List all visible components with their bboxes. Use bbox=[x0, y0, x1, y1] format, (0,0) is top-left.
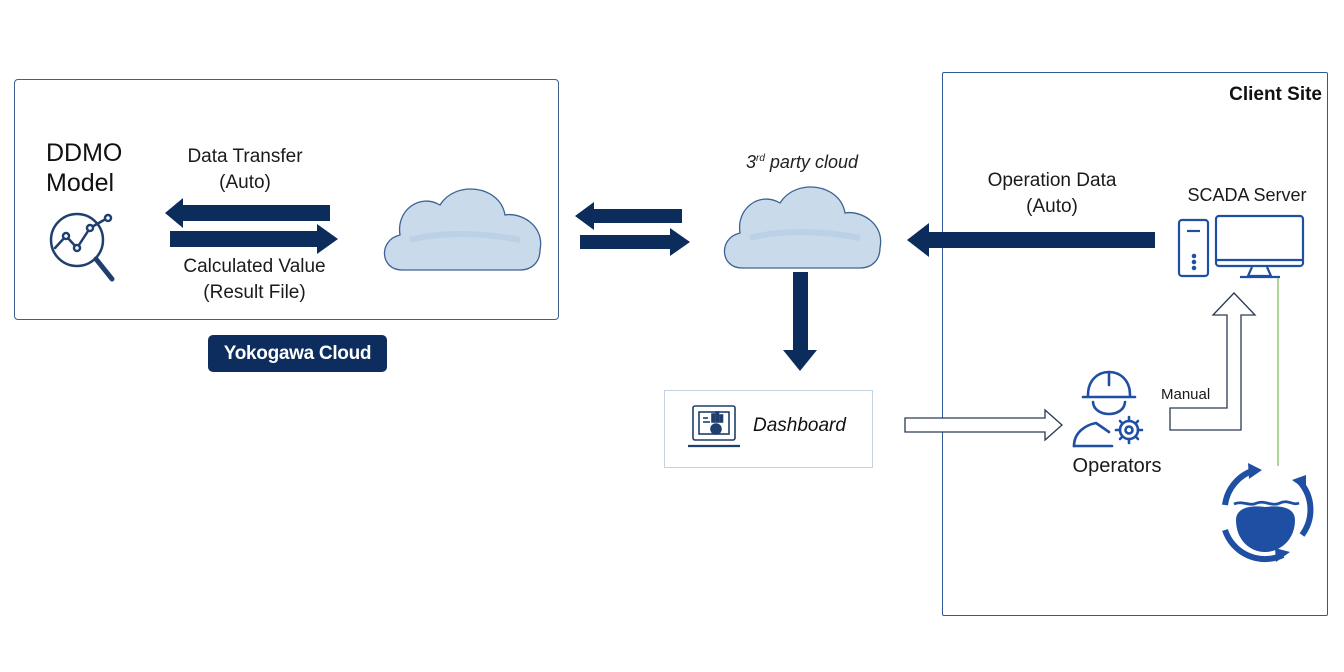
operator-gear-icon bbox=[1072, 370, 1144, 448]
operation-data-label: Operation Data (Auto) bbox=[966, 168, 1138, 220]
operation-data-line2: (Auto) bbox=[1026, 196, 1078, 217]
ddmo-model-title: DDMO Model bbox=[46, 138, 122, 198]
calculated-value-line1: Calculated Value bbox=[183, 256, 326, 277]
calculated-value-label: Calculated Value (Result File) bbox=[162, 254, 347, 306]
yokogawa-cloud-badge: Yokogawa Cloud bbox=[208, 335, 387, 372]
yokogawa-cloud-panel bbox=[14, 79, 559, 320]
third-party-sup: rd bbox=[756, 153, 765, 164]
manual-label: Manual bbox=[1161, 386, 1211, 403]
calculated-value-right-arrow bbox=[170, 224, 338, 254]
manual-input-arrow bbox=[1169, 292, 1257, 431]
client-site-title: Client Site bbox=[1229, 84, 1322, 105]
operation-data-left-arrow bbox=[907, 223, 1155, 257]
operators-label: Operators bbox=[1072, 455, 1162, 477]
model-title-line1: DDMO bbox=[46, 139, 123, 167]
dashboard-box[interactable] bbox=[664, 390, 873, 468]
scada-server-label: SCADA Server bbox=[1187, 185, 1307, 205]
water-cycle-icon bbox=[1222, 463, 1314, 563]
sync-right-arrow bbox=[580, 228, 690, 256]
dashboard-laptop-icon bbox=[688, 405, 740, 448]
client-site-panel bbox=[942, 72, 1328, 616]
third-party-cloud-label: 3rd party cloud bbox=[712, 152, 892, 173]
third-party-prefix: 3 bbox=[746, 152, 757, 172]
third-party-cloud-icon bbox=[723, 186, 882, 269]
cloud-icon bbox=[383, 188, 542, 271]
model-title-line2: Model bbox=[46, 169, 115, 197]
data-transfer-line1: Data Transfer bbox=[187, 146, 303, 167]
calculated-value-line2: (Result File) bbox=[203, 282, 306, 303]
monitor-icon bbox=[1214, 214, 1305, 279]
server-tower-icon bbox=[1177, 218, 1210, 278]
operation-data-line1: Operation Data bbox=[987, 170, 1117, 191]
data-transfer-left-arrow bbox=[165, 198, 330, 228]
analytics-magnifier-icon bbox=[49, 212, 115, 282]
to-dashboard-down-arrow bbox=[783, 272, 817, 371]
data-transfer-label: Data Transfer (Auto) bbox=[165, 144, 325, 196]
data-transfer-line2: (Auto) bbox=[219, 172, 271, 193]
dashboard-to-operators-arrow bbox=[904, 408, 1063, 442]
third-party-suffix: party cloud bbox=[764, 152, 858, 172]
sync-left-arrow bbox=[575, 202, 682, 230]
dashboard-label: Dashboard bbox=[753, 415, 846, 436]
